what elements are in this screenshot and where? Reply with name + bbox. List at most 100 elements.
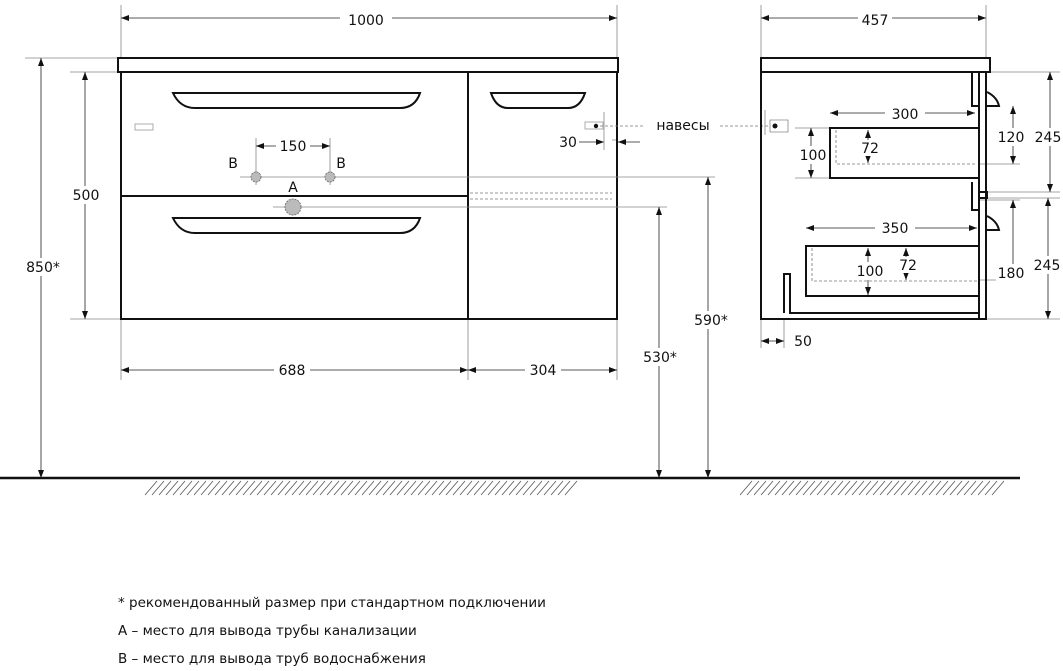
floor-hatch xyxy=(438,480,452,496)
hinges-label: навесы xyxy=(656,118,709,134)
dim-top-drawer-depth: 300 xyxy=(892,107,919,123)
dim-top-drawer-height: 100 xyxy=(800,148,827,164)
floor-hatch xyxy=(242,480,256,496)
floor-hatch xyxy=(914,480,928,496)
floor-hatch xyxy=(809,480,823,496)
floor-hatch xyxy=(942,480,956,496)
dim-right-section: 304 xyxy=(530,363,557,379)
floor-hatch xyxy=(291,480,305,496)
floor-hatch xyxy=(473,480,487,496)
dim-bottom-drawer-height: 100 xyxy=(857,264,884,280)
floor-hatch xyxy=(508,480,522,496)
floor-hatch xyxy=(403,480,417,496)
floor-hatch xyxy=(557,480,571,496)
hinge-bracket-icon xyxy=(134,123,154,131)
floor-hatch xyxy=(865,480,879,496)
floor-hatch xyxy=(284,480,298,496)
floor-hatch xyxy=(340,480,354,496)
supply-pipe-icon xyxy=(250,171,262,183)
floor-hatch xyxy=(977,480,991,496)
floor-hatch xyxy=(921,480,935,496)
dim-top-front: 245 xyxy=(1035,130,1062,146)
floor-hatch xyxy=(844,480,858,496)
floor-hatch xyxy=(445,480,459,496)
floor-hatch xyxy=(361,480,375,496)
drawer-handle-top xyxy=(171,92,422,109)
floor-hatch xyxy=(788,480,802,496)
side-body xyxy=(760,71,987,320)
floor-hatch xyxy=(816,480,830,496)
floor-hatch xyxy=(333,480,347,496)
floor-hatch xyxy=(851,480,865,496)
hinge-bracket-icon xyxy=(584,121,604,130)
floor-hatch xyxy=(795,480,809,496)
drawer-handle-bottom xyxy=(171,217,422,234)
label-a: A xyxy=(288,180,298,196)
floor-hatch xyxy=(543,480,557,496)
floor-hatch xyxy=(151,480,165,496)
dim-width: 1000 xyxy=(348,13,384,29)
floor-hatch xyxy=(900,480,914,496)
dim-left-section: 688 xyxy=(279,363,306,379)
floor-hatch xyxy=(550,480,564,496)
floor-hatch xyxy=(830,480,844,496)
label-b-left: B xyxy=(228,156,238,172)
floor-hatch xyxy=(837,480,851,496)
floor-hatch xyxy=(207,480,221,496)
floor-hatch xyxy=(396,480,410,496)
note-b: B – место для вывода труб водоснабжения xyxy=(118,651,426,667)
dim-hinge-offset: 30 xyxy=(559,135,577,151)
floor-hatch xyxy=(501,480,515,496)
floor-hatch xyxy=(459,480,473,496)
floor-hatch xyxy=(263,480,277,496)
floor-hatch xyxy=(417,480,431,496)
dim-top-drawer-inner: 72 xyxy=(861,141,879,157)
floor-hatch xyxy=(963,480,977,496)
floor-hatch xyxy=(529,480,543,496)
floor-hatch xyxy=(305,480,319,496)
floor-hatch xyxy=(767,480,781,496)
bottom-drawer-profile xyxy=(805,245,980,297)
floor-hatch xyxy=(886,480,900,496)
floor-hatch xyxy=(487,480,501,496)
floor-hatch xyxy=(480,480,494,496)
floor-hatch xyxy=(515,480,529,496)
dim-supply-height: 590* xyxy=(694,313,728,329)
floor-hatch xyxy=(466,480,480,496)
floor-hatch xyxy=(354,480,368,496)
floor-hatch xyxy=(522,480,536,496)
floor-hatch xyxy=(760,480,774,496)
floor-hatch xyxy=(410,480,424,496)
floor-hatch xyxy=(347,480,361,496)
floor-hatch xyxy=(312,480,326,496)
floor-hatch xyxy=(277,480,291,496)
floor-hatch xyxy=(781,480,795,496)
floor-hatch xyxy=(823,480,837,496)
floor-hatch xyxy=(802,480,816,496)
floor-hatch xyxy=(375,480,389,496)
drawer-handle-right xyxy=(489,92,587,109)
supply-pipe-icon xyxy=(324,171,336,183)
floor-hatch xyxy=(326,480,340,496)
floor-hatch xyxy=(389,480,403,496)
floor-hatch xyxy=(319,480,333,496)
floor-hatch xyxy=(858,480,872,496)
note-recommended: * рекомендованный размер при стандартном… xyxy=(118,595,546,611)
floor-hatch xyxy=(158,480,172,496)
floor-hatch xyxy=(970,480,984,496)
floor-hatch xyxy=(235,480,249,496)
floor-hatch xyxy=(186,480,200,496)
dim-bottom-drawer-inner: 72 xyxy=(899,258,917,274)
floor-hatch xyxy=(249,480,263,496)
floor-hatch xyxy=(270,480,284,496)
floor-hatch xyxy=(144,480,158,496)
dim-bottom-front: 245 xyxy=(1034,258,1061,274)
front-view: навесы 30 1000 850* 500 688 304 150 B B xyxy=(20,5,789,478)
floor-hatch xyxy=(956,480,970,496)
floor-hatch xyxy=(907,480,921,496)
floor-hatch xyxy=(872,480,886,496)
floor-hatch xyxy=(494,480,508,496)
floor-hatch xyxy=(893,480,907,496)
floor xyxy=(0,476,1020,496)
note-a: A – место для вывода трубы канализации xyxy=(118,623,417,639)
